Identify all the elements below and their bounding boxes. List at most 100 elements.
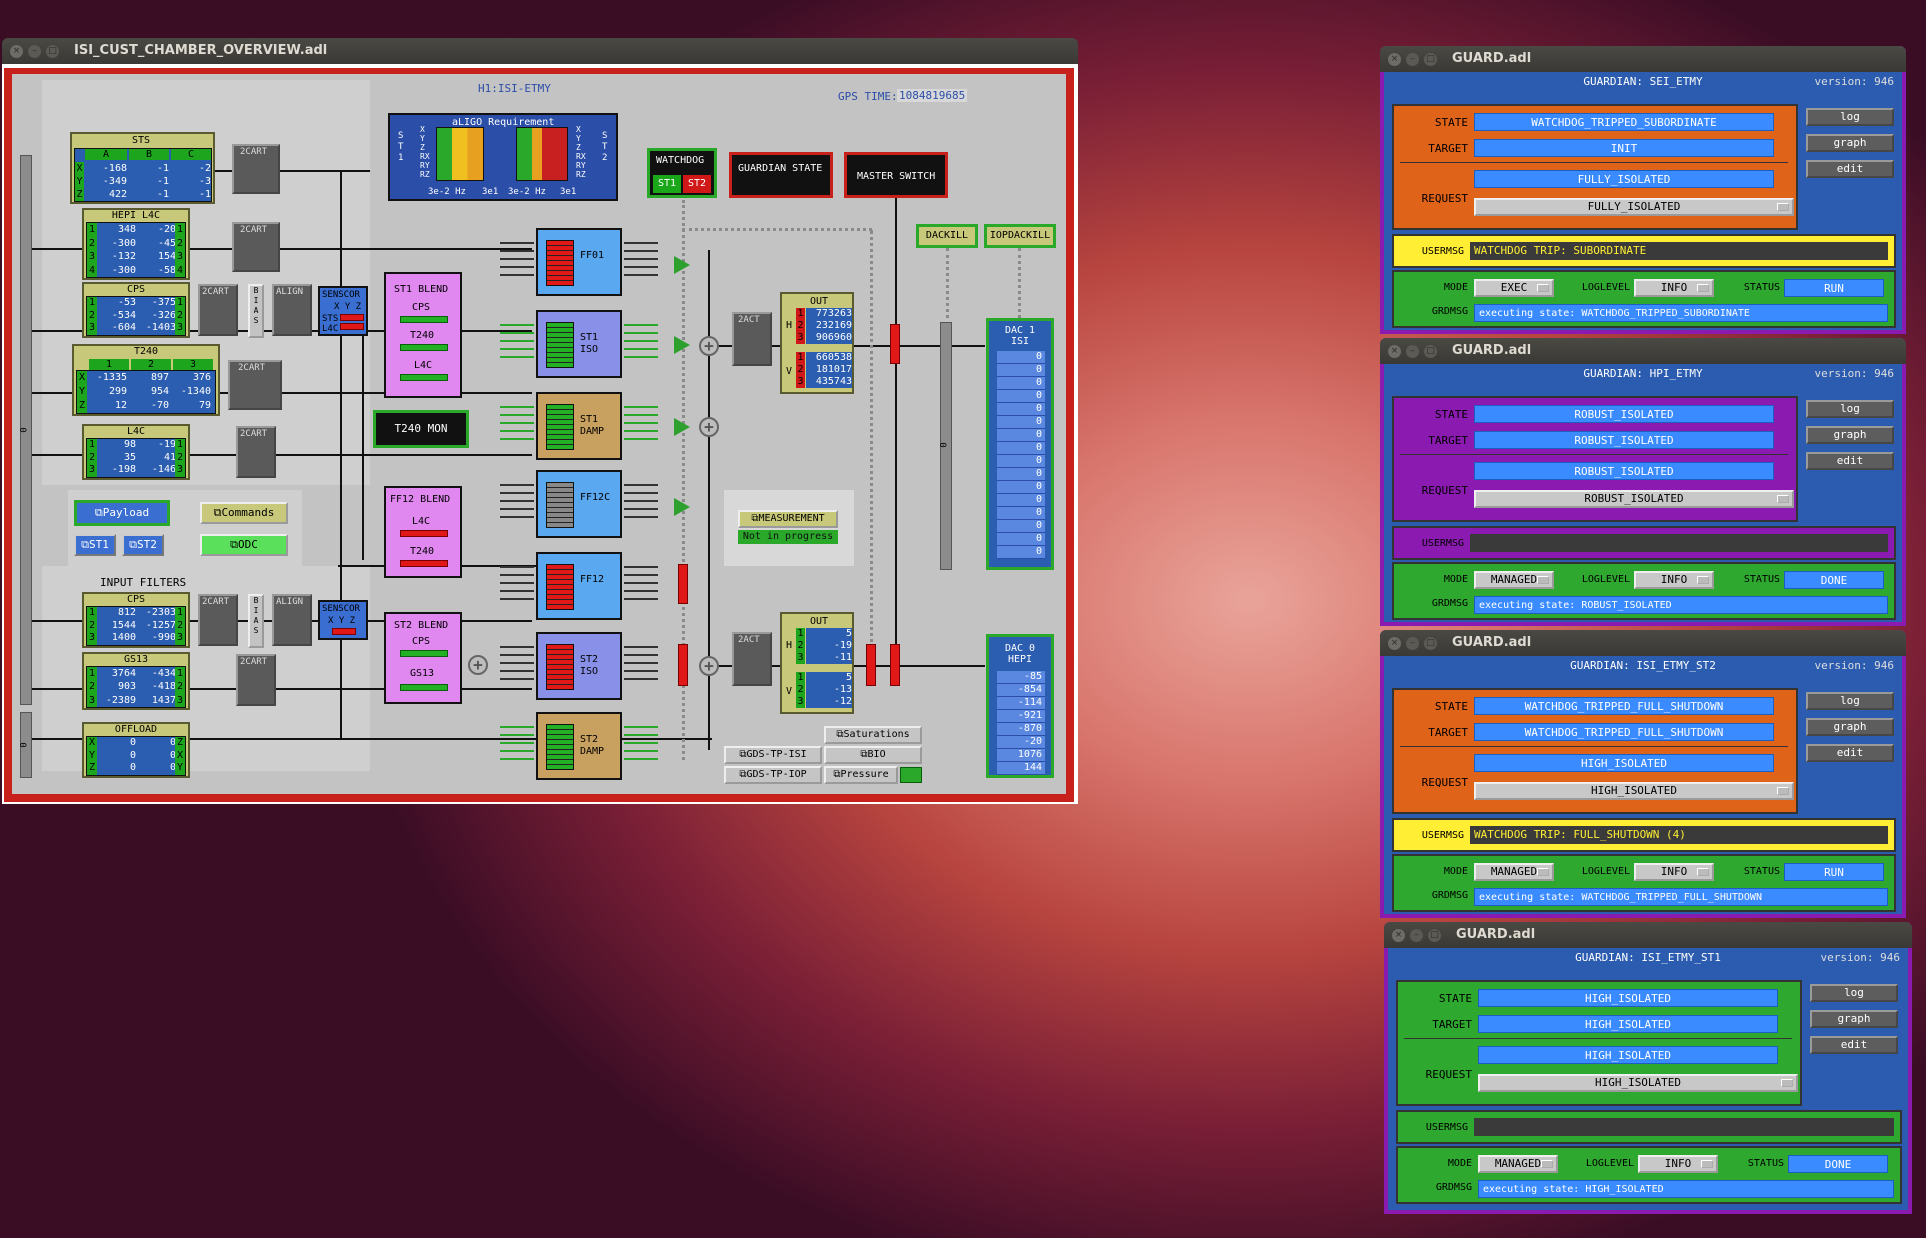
ff12-filter[interactable]: FF12: [536, 552, 622, 620]
edit-button[interactable]: edit: [1806, 744, 1894, 762]
loglevel-menu[interactable]: INFO: [1634, 571, 1714, 589]
bio-button[interactable]: ⧉BIO: [824, 746, 922, 764]
request-menu[interactable]: HIGH_ISOLATED: [1478, 1074, 1798, 1092]
maximize-icon[interactable]: □: [1424, 345, 1437, 358]
act-matrix-1[interactable]: 2ACT: [732, 312, 772, 366]
master-switch-box[interactable]: MASTER SWITCH: [844, 152, 948, 198]
iopdackill-button[interactable]: IOPDACKILL: [984, 224, 1056, 248]
minimize-icon[interactable]: –: [1410, 929, 1423, 942]
cart-matrix-cps[interactable]: 2CART: [198, 284, 238, 336]
act-matrix-2[interactable]: 2ACT: [732, 632, 772, 686]
st1-button[interactable]: ⧉ST1: [74, 534, 116, 556]
loglevel-menu[interactable]: INFO: [1634, 863, 1714, 881]
cart-matrix-cps2[interactable]: 2CART: [198, 594, 238, 646]
cart-matrix-t240[interactable]: 2CART: [228, 360, 282, 410]
watchdog-box[interactable]: WATCHDOG ST1 ST2: [647, 148, 717, 198]
mode-menu[interactable]: MANAGED: [1474, 863, 1554, 881]
guard-titlebar[interactable]: × – □ GUARD.adl: [1380, 338, 1906, 364]
request-menu[interactable]: ROBUST_ISOLATED: [1474, 490, 1794, 508]
gds-tp-isi-button[interactable]: ⧉GDS-TP-ISI: [724, 746, 822, 764]
maximize-icon[interactable]: □: [1424, 53, 1437, 66]
graph-button[interactable]: graph: [1806, 134, 1894, 152]
edit-button[interactable]: edit: [1810, 1036, 1898, 1054]
dac-value: 0: [997, 442, 1045, 455]
st2-iso-filter[interactable]: ST2 ISO: [536, 632, 622, 700]
close-icon[interactable]: ×: [1388, 53, 1401, 66]
minimize-icon[interactable]: –: [28, 45, 41, 58]
senscor-2[interactable]: SENSCOR X Y Z: [318, 600, 368, 640]
maximize-icon[interactable]: □: [1424, 637, 1437, 650]
bias-2[interactable]: B I A S: [248, 594, 264, 648]
minimize-icon[interactable]: –: [1406, 637, 1419, 650]
cart-matrix-sts[interactable]: 2CART: [232, 144, 280, 194]
st1-iso-filter[interactable]: ST1 ISO: [536, 310, 622, 378]
edit-button[interactable]: edit: [1806, 452, 1894, 470]
gds-tp-iop-button[interactable]: ⧉GDS-TP-IOP: [724, 766, 822, 784]
graph-button[interactable]: graph: [1806, 426, 1894, 444]
left-slider-bottom[interactable]: [20, 712, 32, 778]
log-button[interactable]: log: [1806, 108, 1894, 126]
dac-value: 0: [997, 377, 1045, 390]
t240mon-box[interactable]: T240 MON: [373, 410, 469, 448]
cart-matrix-hepi[interactable]: 2CART: [232, 222, 280, 272]
mode-menu[interactable]: MANAGED: [1474, 571, 1554, 589]
cart-matrix-l4c[interactable]: 2CART: [236, 426, 276, 478]
loglevel-menu[interactable]: INFO: [1634, 279, 1714, 297]
table-cell: -300: [111, 264, 136, 276]
right-slider[interactable]: [940, 322, 952, 570]
bias-1[interactable]: B I A S: [248, 284, 264, 338]
align-2[interactable]: ALIGN: [272, 594, 312, 646]
table-row-index: 3: [87, 322, 97, 335]
guard-titlebar[interactable]: × – □ GUARD.adl: [1380, 630, 1906, 656]
dackill-button[interactable]: DACKILL: [916, 224, 978, 248]
ff12c-label: FF12C: [580, 492, 611, 503]
minimize-icon[interactable]: –: [1406, 53, 1419, 66]
close-icon[interactable]: ×: [1388, 637, 1401, 650]
align-1[interactable]: ALIGN: [272, 284, 312, 336]
cart-matrix-gs13[interactable]: 2CART: [236, 654, 276, 706]
watchdog-st1[interactable]: ST1: [653, 175, 681, 193]
guard-titlebar[interactable]: × – □ GUARD.adl: [1380, 46, 1906, 72]
log-button[interactable]: log: [1806, 692, 1894, 710]
edit-button[interactable]: edit: [1806, 160, 1894, 178]
payload-button[interactable]: ⧉Payload: [74, 500, 170, 526]
st2-blend[interactable]: ST2 BLEND CPS GS13: [384, 612, 462, 704]
ff12-blend[interactable]: FF12 BLEND L4C T240: [384, 486, 462, 578]
overview-titlebar[interactable]: × – □ ISI_CUST_CHAMBER_OVERVIEW.adl: [2, 38, 1078, 64]
st1-damp-filter[interactable]: ST1 DAMP: [536, 392, 622, 460]
senscor-1[interactable]: SENSCOR X Y Z STS L4C: [318, 286, 368, 336]
guard-titlebar[interactable]: × – □ GUARD.adl: [1384, 922, 1912, 948]
close-icon[interactable]: ×: [10, 45, 23, 58]
maximize-icon[interactable]: □: [1428, 929, 1441, 942]
commands-button[interactable]: ⧉Commands: [200, 502, 288, 524]
left-slider-top[interactable]: [20, 155, 32, 705]
log-button[interactable]: log: [1810, 984, 1898, 1002]
log-button[interactable]: log: [1806, 400, 1894, 418]
close-icon[interactable]: ×: [1388, 345, 1401, 358]
guardian-state-box[interactable]: GUARDIAN STATE: [729, 152, 833, 198]
pressure-button[interactable]: ⧉Pressure: [824, 766, 898, 784]
ff12c-filter[interactable]: FF12C: [536, 470, 622, 538]
odc-button[interactable]: ⧉ODC: [200, 534, 288, 556]
close-icon[interactable]: ×: [1392, 929, 1405, 942]
mode-menu[interactable]: EXEC: [1474, 279, 1554, 297]
table-cell: -2303: [145, 607, 176, 618]
graph-button[interactable]: graph: [1806, 718, 1894, 736]
table-row-index: 3: [87, 464, 97, 477]
gps-label: GPS TIME:: [838, 90, 898, 103]
maximize-icon[interactable]: □: [46, 45, 59, 58]
st2-damp-filter[interactable]: ST2 DAMP: [536, 712, 622, 780]
request-menu[interactable]: HIGH_ISOLATED: [1474, 782, 1794, 800]
minimize-icon[interactable]: –: [1406, 345, 1419, 358]
watchdog-st2[interactable]: ST2: [683, 175, 711, 193]
st1-blend[interactable]: ST1 BLEND CPS T240 L4C: [384, 272, 462, 398]
saturations-button[interactable]: ⧉Saturations: [824, 726, 922, 744]
mode-menu[interactable]: MANAGED: [1478, 1155, 1558, 1173]
graph-button[interactable]: graph: [1810, 1010, 1898, 1028]
request-menu[interactable]: FULLY_ISOLATED: [1474, 198, 1794, 216]
loglevel-menu[interactable]: INFO: [1638, 1155, 1718, 1173]
ff01-filter[interactable]: FF01: [536, 228, 622, 296]
st2-button[interactable]: ⧉ST2: [122, 534, 164, 556]
measurement-button[interactable]: ⧉MEASUREMENT: [738, 510, 838, 528]
